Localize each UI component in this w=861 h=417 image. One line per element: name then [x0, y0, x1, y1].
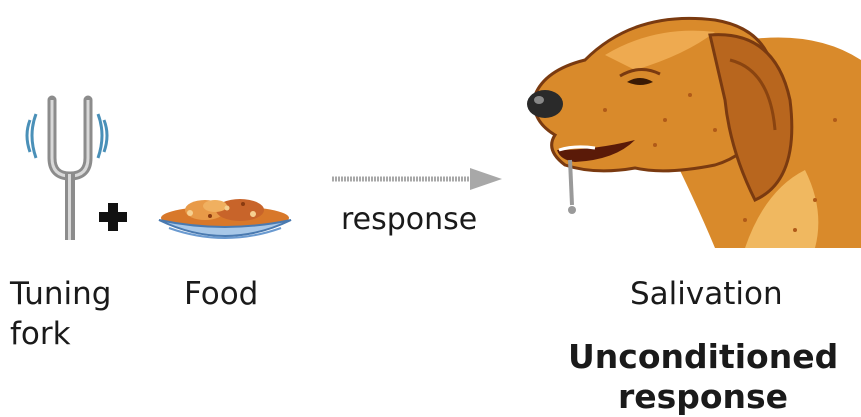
food-bowl-icon — [158, 199, 292, 239]
tuning-fork-icon — [25, 95, 109, 240]
plus-icon — [99, 203, 127, 231]
salivation-label: Salivation — [630, 276, 783, 312]
dog-icon — [527, 16, 861, 248]
arrow-label: response — [341, 202, 478, 237]
arrow-icon — [332, 168, 502, 190]
tuning-fork-label: Tuning fork — [10, 276, 112, 352]
unconditioned-response-label: Unconditioned response — [568, 337, 839, 416]
food-label: Food — [184, 276, 259, 312]
